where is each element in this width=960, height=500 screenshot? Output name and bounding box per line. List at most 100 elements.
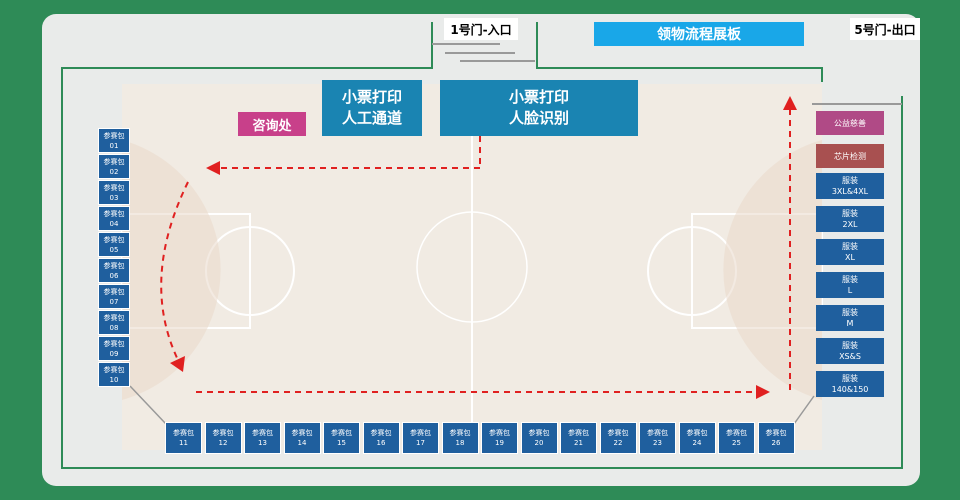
bag-17-line2: 17 — [416, 439, 425, 447]
station-9: 服装 140&150 — [816, 371, 884, 397]
station-4-line1: 服装 — [842, 209, 858, 218]
bag-12-line1: 参赛包 — [212, 429, 234, 437]
bag-17-line1: 参赛包 — [410, 429, 431, 437]
station-7-line2: M — [846, 319, 854, 328]
bag-07-line1: 参赛包 — [103, 287, 125, 296]
entrance-gate-lines — [432, 43, 535, 62]
bag-21-line1: 参赛包 — [568, 429, 589, 437]
bag-25-line2: 25 — [732, 439, 741, 447]
bag-13-line2: 13 — [258, 439, 267, 447]
bag-13-line1: 参赛包 — [252, 429, 273, 437]
consult-desk: 咨询处 — [238, 112, 306, 136]
bag-15-line1: 参赛包 — [331, 429, 352, 437]
station-4-line2: 2XL — [842, 220, 858, 229]
bag-05-line1: 参赛包 — [103, 235, 125, 244]
station-1-line1: 公益慈善 — [834, 118, 866, 128]
bag-24: 参赛包 24 — [678, 422, 716, 454]
bag-21: 参赛包 21 — [560, 422, 597, 454]
bag-06-line1: 参赛包 — [103, 261, 125, 270]
station-5-line1: 服装 — [842, 242, 858, 251]
station-9-line2: 140&150 — [831, 385, 869, 394]
bag-20-line1: 参赛包 — [528, 429, 550, 437]
bag-14: 参赛包 14 — [283, 422, 321, 454]
bag-01-line2: 01 — [109, 141, 119, 150]
left-key-area — [122, 140, 221, 400]
station-9-line1: 服装 — [842, 374, 858, 383]
bag-19-line1: 参赛包 — [489, 429, 510, 437]
bag-18-line1: 参赛包 — [449, 429, 471, 437]
bag-08-line2: 08 — [109, 323, 119, 332]
bag-14-line1: 参赛包 — [291, 429, 313, 437]
bag-02-line1: 参赛包 — [103, 157, 125, 166]
bag-04-line1: 参赛包 — [103, 209, 125, 218]
bag-11-line1: 参赛包 — [173, 429, 194, 437]
bag-06-line2: 06 — [109, 271, 119, 280]
flow-arrowheads — [170, 96, 797, 399]
bag-26-line1: 参赛包 — [765, 429, 787, 437]
station-4: 服装 2XL — [816, 206, 884, 232]
bag-14-line2: 14 — [297, 439, 307, 447]
ticket-print-face-line1: 小票打印 — [508, 88, 569, 106]
bag-09-line2: 09 — [109, 349, 119, 358]
bag-10-line2: 10 — [109, 375, 119, 384]
station-7-line1: 服装 — [842, 308, 858, 317]
station-6-line2: L — [847, 286, 853, 295]
bag-03-line2: 03 — [109, 193, 119, 202]
bag-24-line2: 24 — [692, 439, 702, 447]
bag-03-line1: 参赛包 — [103, 183, 125, 192]
bag-05-line2: 05 — [109, 245, 119, 254]
bag-24-line1: 参赛包 — [686, 429, 708, 437]
bag-17: 参赛包 17 — [402, 422, 439, 454]
bag-16-line2: 16 — [376, 439, 386, 447]
exit-label: 5号门-出口 — [850, 18, 920, 40]
bag-07-line2: 07 — [109, 297, 119, 306]
bag-23-line1: 参赛包 — [647, 429, 668, 437]
court-markings — [121, 84, 823, 450]
bag-11: 参赛包 11 — [165, 422, 202, 454]
bag-16-line1: 参赛包 — [370, 429, 392, 437]
bag-16: 参赛包 16 — [362, 422, 400, 454]
bag-23-line2: 23 — [653, 439, 662, 447]
bag-23: 参赛包 23 — [639, 422, 676, 454]
right-key-area — [723, 140, 822, 400]
bag-25-line1: 参赛包 — [726, 429, 747, 437]
station-3-line1: 服装 — [842, 176, 858, 185]
station-2: 芯片检测 — [816, 144, 884, 168]
right-connector-line — [793, 395, 815, 425]
bag-12-line2: 12 — [218, 439, 228, 447]
ticket-print-manual-box: 小票打印 人工通道 — [322, 80, 422, 136]
station-2-line1: 芯片检测 — [834, 151, 866, 161]
bag-25: 参赛包 25 — [718, 422, 755, 454]
ticket-print-face-box: 小票打印 人脸识别 — [440, 80, 638, 136]
flow-path — [160, 110, 791, 393]
station-5-line2: XL — [845, 253, 855, 262]
bag-12: 参赛包 12 — [204, 422, 242, 454]
bag-10-line1: 参赛包 — [103, 365, 125, 374]
bag-22-line1: 参赛包 — [607, 429, 629, 437]
left-connector-line — [129, 385, 167, 425]
hall-walls — [61, 22, 903, 469]
bag-22-line2: 22 — [613, 439, 623, 447]
bag-22: 参赛包 22 — [599, 422, 637, 454]
ticket-print-face-line2: 人脸识别 — [508, 109, 569, 127]
bag-11-line2: 11 — [179, 439, 188, 447]
bag-21-line2: 21 — [574, 439, 583, 447]
bag-04-line2: 04 — [109, 219, 119, 228]
entrance-label: 1号门-入口 — [444, 18, 518, 40]
page-title: 领物流程展板 — [594, 22, 804, 46]
station-1: 公益慈善 — [816, 111, 884, 135]
